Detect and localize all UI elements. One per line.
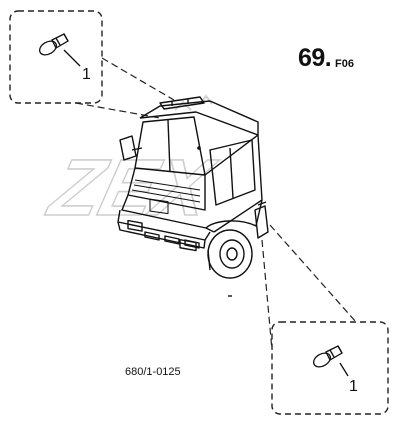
callout-label-top: 1 <box>82 66 91 83</box>
callout-label-bottom: 1 <box>349 378 358 395</box>
leader-lines <box>75 57 357 351</box>
dot-mark <box>197 146 201 150</box>
page-number: 69. <box>298 44 332 72</box>
truck-cab-drawing <box>117 96 269 297</box>
detail-box-top <box>9 10 103 104</box>
page-suffix: F06 <box>335 58 354 70</box>
detail-box-bottom <box>271 321 389 415</box>
bulb-icon <box>38 33 81 67</box>
bulb-icon <box>312 345 349 377</box>
drawing-reference: 680/1-0125 <box>125 366 181 378</box>
